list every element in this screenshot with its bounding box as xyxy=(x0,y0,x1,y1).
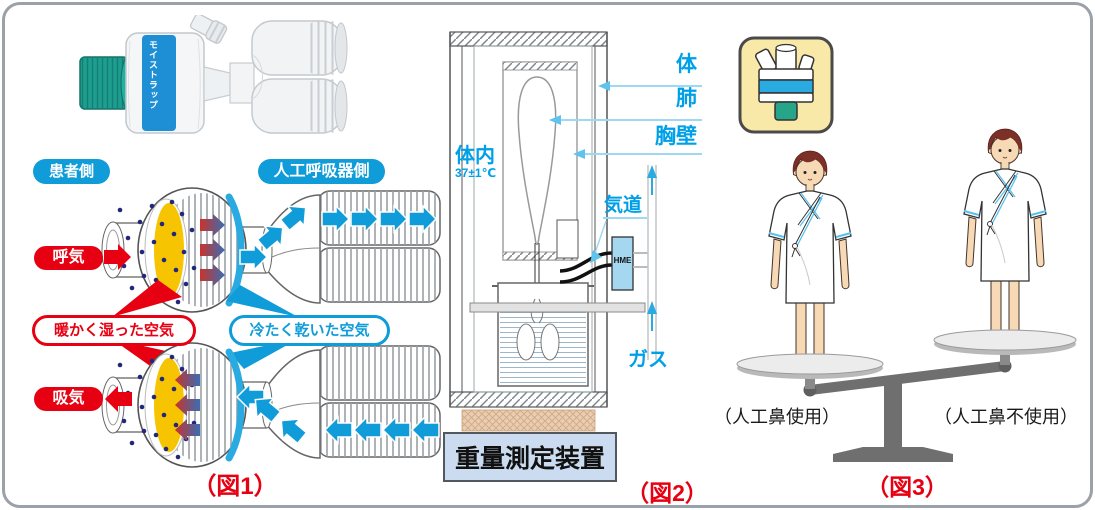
moisture-layer xyxy=(154,203,184,297)
fig1-inhale-unit xyxy=(101,342,441,468)
wye-connector xyxy=(265,194,321,304)
scale-stand xyxy=(833,376,953,462)
scale-pans xyxy=(736,329,1077,379)
hme-product-illustration xyxy=(79,15,348,134)
product-filter-body xyxy=(125,32,205,134)
left-pan-stem xyxy=(805,373,815,389)
label-lung: 肺 xyxy=(676,87,697,110)
product-blue-band xyxy=(142,35,176,131)
support-rod xyxy=(469,302,646,313)
fig1-hme-cross-section xyxy=(101,187,441,468)
label-chest-wall: 胸壁 xyxy=(655,125,697,148)
water-beaker xyxy=(492,282,594,387)
moisture-dots xyxy=(117,199,197,305)
sensor-box xyxy=(556,219,579,259)
label-warm-humid-air: 暖かく湿った空気 xyxy=(32,315,196,346)
cold-side-layer xyxy=(225,348,245,462)
fig3-balance-scale xyxy=(736,128,1077,462)
heat-transfer-arrows xyxy=(200,214,225,286)
label-exhale: 呼気 xyxy=(34,246,103,270)
label-patient-side: 患者側 xyxy=(33,159,110,184)
label-body: 体 xyxy=(676,53,697,76)
label-airway: 気道 xyxy=(604,195,643,216)
patient-with-hme xyxy=(768,150,852,366)
hme-box xyxy=(611,236,634,291)
label-gas: ガス xyxy=(628,349,668,371)
corrugated-tube xyxy=(317,345,441,401)
product-wye-tubes xyxy=(251,20,348,134)
label-without-hme: （人工鼻不使用） xyxy=(934,407,1078,427)
label-ventilator-side: 人工呼吸器側 xyxy=(258,159,385,184)
fig3-caption: （図3） xyxy=(866,474,948,500)
label-hme: HME xyxy=(613,256,632,265)
spacer-block xyxy=(461,409,596,432)
lung-bag xyxy=(517,76,557,246)
label-inside-body: 体内 37±1℃ xyxy=(455,146,496,180)
heat-transfer-arrows xyxy=(175,369,200,441)
fig1-caption: （図1） xyxy=(192,473,278,500)
weight-measuring-device: 重量測定装置 xyxy=(443,432,617,482)
product-side-port xyxy=(189,15,228,44)
label-with-hme: （人工鼻使用） xyxy=(714,407,840,427)
patient-without-hme xyxy=(963,128,1047,344)
fig1-exhale-unit xyxy=(101,187,441,313)
label-inhale: 吸気 xyxy=(34,387,103,411)
gas-flow-line xyxy=(647,165,657,360)
label-cold-dry-air: 冷たく乾いた空気 xyxy=(229,315,390,346)
wye-connector xyxy=(265,349,321,459)
fig2-weighing-apparatus xyxy=(449,31,702,432)
leader-arrowheads xyxy=(549,81,610,263)
right-pan-stem xyxy=(1000,349,1010,365)
product-connector xyxy=(203,62,255,104)
inside-body-text: 体内 xyxy=(455,145,495,167)
product-band-label: モイストラップ xyxy=(148,40,158,110)
outer-chamber xyxy=(449,31,608,408)
moisture-layer xyxy=(154,358,184,452)
scale-beam xyxy=(805,361,1010,395)
corrugated-tube xyxy=(317,247,441,303)
airway-circuit xyxy=(559,251,613,284)
fig2-caption: （図2） xyxy=(626,480,708,506)
hme-icon xyxy=(738,36,834,134)
label-leader-lines xyxy=(558,85,702,254)
temperature-text: 37±1℃ xyxy=(455,166,497,180)
